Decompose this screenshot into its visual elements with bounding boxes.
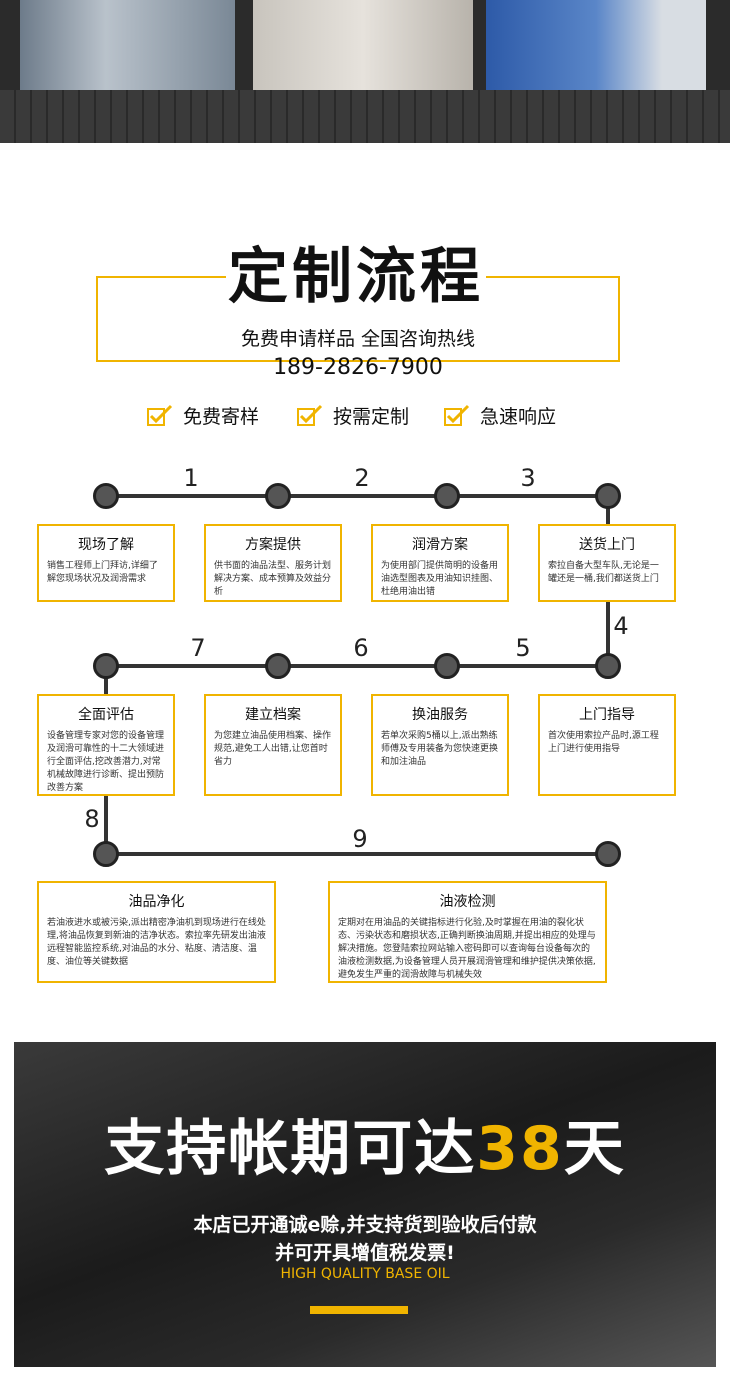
step-desc: 为使用部门提供简明的设备用油选型图表及用油知识挂图、杜绝用油出错 — [381, 561, 499, 597]
step-title: 油品净化 — [128, 894, 185, 910]
banner-title-highlight: 38 — [476, 1114, 564, 1184]
feature-label: 按需定制 — [333, 405, 410, 428]
step-card-oil-change: 换油服务 若单次采购5桶以上,派出熟练师傅及专用装备为您快速更换和加注油品 — [371, 694, 509, 796]
step-number: 8 — [84, 805, 100, 833]
banner-title-suffix: 天 — [563, 1114, 626, 1184]
feature-label: 急速响应 — [480, 405, 557, 428]
banner-english-tagline: HIGH QUALITY BASE OIL — [280, 1266, 450, 1282]
step-card-plan: 方案提供 供书面的油品法型、服务计划解决方案、成本预算及效益分析 — [204, 524, 342, 602]
process-line-row1 — [106, 494, 608, 498]
process-line-row2 — [106, 664, 608, 668]
step-card-delivery: 送货上门 索拉自备大型车队,无论是一罐还是一桶,我们都送货上门 — [538, 524, 676, 602]
step-desc: 索拉自备大型车队,无论是一罐还是一桶,我们都送货上门 — [548, 561, 659, 584]
step-desc: 为您建立油品使用档案、操作规范,避免工人出错,让您首时省力 — [214, 731, 332, 767]
process-node — [595, 653, 621, 679]
product-photo-1 — [20, 0, 235, 90]
product-photo-2 — [253, 0, 473, 90]
step-card-records: 建立档案 为您建立油品使用档案、操作规范,避免工人出错,让您首时省力 — [204, 694, 342, 796]
step-number: 7 — [190, 634, 206, 662]
page-subtitle: 免费申请样品 全国咨询热线 — [240, 328, 476, 350]
step-title: 现场了解 — [78, 537, 134, 553]
step-title: 建立档案 — [245, 707, 301, 723]
title-frame-top-right — [486, 276, 618, 278]
banner-title-prefix: 支持帐期可达 — [104, 1114, 477, 1184]
banner-title: 支持帐期可达38天 — [0, 1100, 730, 1187]
step-title: 全面评估 — [78, 707, 134, 723]
feature-label: 免费寄样 — [183, 405, 260, 428]
step-card-assessment: 全面评估 设备管理专家对您的设备管理及润滑可靠性的十二大领域进行全面评估,挖改善… — [37, 694, 175, 796]
step-desc: 若油液进水或被污染,派出精密净油机到现场进行在线处理,将油品恢复到新油的洁净状态… — [47, 918, 266, 967]
process-node — [595, 483, 621, 509]
step-desc: 定期对在用油品的关键指标进行化验,及时掌握在用油的裂化状态、污染状态和磨损状态,… — [338, 918, 596, 980]
step-number: 2 — [354, 464, 370, 492]
floor-texture — [0, 90, 730, 143]
process-line-row3 — [106, 852, 608, 856]
feature-fast-response: 急速响应 — [444, 400, 556, 430]
check-icon — [444, 404, 470, 426]
process-node — [265, 653, 291, 679]
step-number: 9 — [352, 825, 368, 853]
step-card-guidance: 上门指导 首次使用索拉产品时,源工程上门进行使用指导 — [538, 694, 676, 796]
step-card-oil-testing: 油液检测 定期对在用油品的关键指标进行化验,及时掌握在用油的裂化状态、污染状态和… — [328, 881, 607, 983]
step-title: 上门指导 — [579, 707, 635, 723]
step-title: 换油服务 — [412, 707, 468, 723]
step-desc: 设备管理专家对您的设备管理及润滑可靠性的十二大领域进行全面评估,挖改善潜力,对常… — [47, 731, 165, 793]
step-number: 3 — [520, 464, 536, 492]
title-frame-top-left — [96, 276, 226, 278]
banner-line-2: 并可开具增值税发票! — [275, 1242, 455, 1264]
step-title: 方案提供 — [245, 537, 301, 553]
step-title: 送货上门 — [579, 537, 635, 553]
step-desc: 若单次采购5桶以上,派出熟练师傅及专用装备为您快速更换和加注油品 — [381, 731, 499, 767]
feature-custom: 按需定制 — [297, 400, 409, 430]
step-desc: 销售工程师上门拜访,详细了解您现场状况及润滑需求 — [47, 561, 158, 584]
process-node — [93, 483, 119, 509]
product-photo-3 — [486, 0, 706, 90]
process-node — [93, 841, 119, 867]
payment-banner — [14, 1042, 716, 1367]
step-card-lubrication: 润滑方案 为使用部门提供简明的设备用油选型图表及用油知识挂图、杜绝用油出错 — [371, 524, 509, 602]
step-title: 润滑方案 — [412, 537, 468, 553]
process-node — [93, 653, 119, 679]
banner-accent-bar — [310, 1306, 408, 1314]
process-node — [595, 841, 621, 867]
process-node — [434, 653, 460, 679]
step-number: 4 — [613, 612, 629, 640]
check-icon — [147, 404, 173, 426]
check-icon — [297, 404, 323, 426]
step-desc: 供书面的油品法型、服务计划解决方案、成本预算及效益分析 — [214, 561, 332, 597]
product-photo-strip — [0, 0, 730, 143]
page-title: 定制流程 — [228, 242, 484, 312]
step-number: 6 — [353, 634, 369, 662]
step-number: 5 — [515, 634, 531, 662]
banner-line-1: 本店已开通诚e赊,并支持货到验收后付款 — [193, 1214, 537, 1236]
hotline-number: 189-2826-7900 — [273, 355, 443, 380]
step-desc: 首次使用索拉产品时,源工程上门进行使用指导 — [548, 731, 659, 754]
process-node — [434, 483, 460, 509]
feature-free-sample: 免费寄样 — [147, 400, 259, 430]
step-title: 油液检测 — [439, 894, 496, 910]
step-card-site-survey: 现场了解 销售工程师上门拜访,详细了解您现场状况及润滑需求 — [37, 524, 175, 602]
title-frame — [96, 276, 620, 362]
step-card-purification: 油品净化 若油液进水或被污染,派出精密净油机到现场进行在线处理,将油品恢复到新油… — [37, 881, 276, 983]
step-number: 1 — [183, 464, 199, 492]
process-node — [265, 483, 291, 509]
